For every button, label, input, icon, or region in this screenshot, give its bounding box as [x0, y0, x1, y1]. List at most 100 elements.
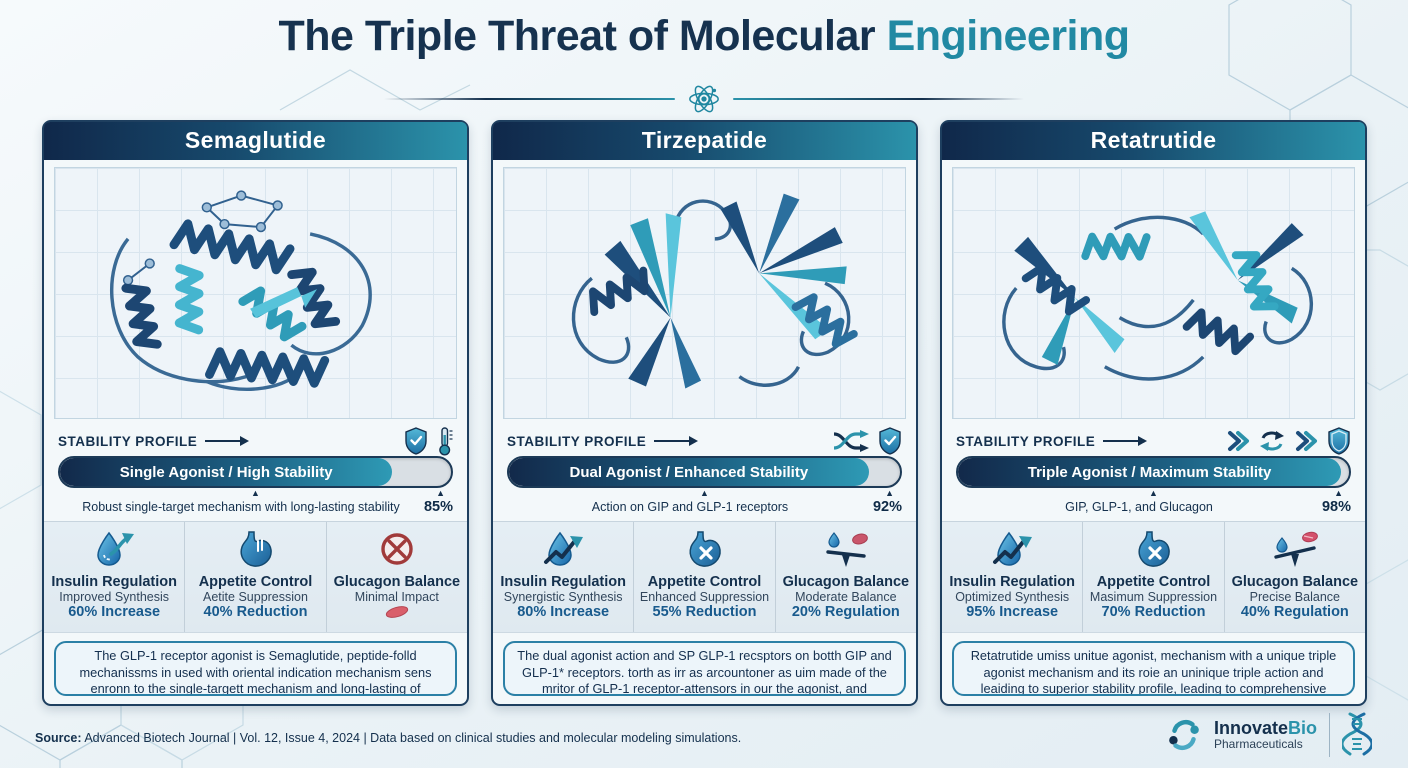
stat-subtitle: Minimal Impact — [354, 590, 439, 604]
stat-appetite-control: Appetite Control Aetite Suppression 40% … — [184, 522, 325, 632]
stat-insulin-regulation: Insulin Regulation Synergistic Synthesis… — [493, 522, 633, 632]
right-arrow-icon — [205, 436, 250, 446]
stat-subtitle: Masimum Suppression — [1089, 590, 1218, 604]
insulin-trend-arrow-icon — [993, 531, 1033, 566]
stat-value: 55% Reduction — [652, 604, 757, 620]
stat-glucagon-balance: Glucagon Balance Moderate Balance 20% Re… — [774, 522, 916, 632]
stomach-x-icon — [1139, 531, 1171, 567]
balance-scale-pill-icon — [1274, 531, 1318, 567]
stomach-fork-icon — [241, 531, 273, 567]
bar-markers: ▲ ▲ — [956, 488, 1351, 499]
dna-helix-icon — [1342, 712, 1372, 756]
shield-check-icon — [879, 427, 901, 455]
stat-subtitle: Aetite Suppression — [203, 590, 308, 604]
stability-section: STABILITY PROFILE — [942, 426, 1365, 515]
stat-value: 40% Regulation — [1240, 604, 1349, 620]
marker-triangle-icon: ▲ — [436, 488, 445, 498]
stat-title: Appetite Control — [198, 574, 313, 590]
title-dark-part: The Triple Threat of Molecular — [278, 12, 887, 60]
insulin-droplet-arrow-icon — [97, 531, 135, 566]
marker-triangle-icon: ▲ — [1149, 488, 1158, 498]
stability-profile-label: STABILITY PROFILE — [507, 433, 647, 449]
panel-title: Retatrutide — [942, 122, 1365, 160]
bar-caption: Robust single-target mechanism with long… — [82, 500, 400, 514]
panel-semaglutide: Semaglutide — [42, 120, 469, 706]
stat-subtitle: Enhanced Suppression — [639, 590, 770, 604]
brand-name-dark: Innovate — [1213, 717, 1288, 738]
stat-insulin-regulation: Insulin Regulation Improved Synthesis 60… — [44, 522, 184, 632]
stability-bar-fill: Single Agonist / High Stability — [60, 458, 393, 486]
stat-value: 95% Increase — [966, 604, 1059, 620]
panel-title: Semaglutide — [44, 122, 467, 160]
stat-value: 70% Reduction — [1101, 604, 1206, 620]
stability-section: STABILITY PROFILE — [44, 426, 467, 515]
double-chevron-icon — [1296, 431, 1317, 451]
pancreas-icon — [327, 605, 467, 624]
shield-check-icon — [405, 427, 427, 455]
stat-glucagon-balance: Glucagon Balance Precise Balance 40% Reg… — [1223, 522, 1365, 632]
stat-appetite-control: Appetite Control Enhanced Suppression 55… — [633, 522, 774, 632]
bar-caption: GIP, GLP-1, and Glucagon — [1065, 500, 1213, 514]
divider-line-left — [384, 97, 675, 101]
stat-subtitle: Improved Synthesis — [59, 590, 170, 604]
stat-title: Insulin Regulation — [51, 574, 177, 590]
source-text: Advanced Biotech Journal | Vol. 12, Issu… — [81, 731, 742, 745]
bar-percent-value: 85% — [423, 499, 453, 515]
panel-description: Retatrutide umiss unitue agonist, mechan… — [952, 641, 1355, 696]
brand-tagline: Pharmaceuticals — [1213, 737, 1303, 752]
stat-value: 20% Regulation — [791, 604, 900, 620]
stat-title: Glucagon Balance — [782, 574, 910, 590]
panel-description: The dual agonist action and SP GLP-1 rec… — [503, 641, 906, 696]
innovatebio-logo-icon — [1169, 720, 1199, 750]
right-arrow-icon — [1103, 436, 1148, 446]
stability-section: STABILITY PROFILE — [493, 426, 916, 515]
stat-subtitle: Optimized Synthesis — [955, 590, 1070, 604]
panel-description: The GLP-1 receptor agonist is Semaglutid… — [54, 641, 457, 696]
stats-row: Insulin Regulation Optimized Synthesis 9… — [942, 521, 1365, 633]
divider-line-right — [733, 97, 1024, 101]
stability-bar: Triple Agonist / Maximum Stability — [956, 456, 1351, 488]
stat-glucagon-balance: Glucagon Balance Minimal Impact — [325, 522, 467, 632]
stability-bar-fill: Dual Agonist / Enhanced Stability — [509, 458, 869, 486]
stability-bar: Dual Agonist / Enhanced Stability — [507, 456, 902, 488]
stability-bar: Single Agonist / High Stability — [58, 456, 453, 488]
shuffle-icon — [833, 430, 869, 452]
double-chevron-icon — [1228, 431, 1249, 451]
stat-value: 80% Increase — [517, 604, 610, 620]
stat-title: Appetite Control — [647, 574, 762, 590]
stat-insulin-regulation: Insulin Regulation Optimized Synthesis 9… — [942, 522, 1082, 632]
source-label: Source: — [35, 731, 82, 745]
marker-triangle-icon: ▲ — [885, 488, 894, 498]
protein-structure-semaglutide — [54, 167, 457, 419]
stat-subtitle: Moderate Balance — [795, 590, 897, 604]
marker-triangle-icon: ▲ — [1334, 488, 1343, 498]
stability-profile-label: STABILITY PROFILE — [58, 433, 198, 449]
marker-triangle-icon: ▲ — [251, 488, 260, 498]
stat-subtitle: Precise Balance — [1249, 590, 1340, 604]
bar-percent-value: 98% — [1321, 499, 1351, 515]
stomach-x-icon — [690, 531, 722, 567]
protein-sheet-illustration — [571, 193, 858, 389]
stat-appetite-control: Appetite Control Masimum Suppression 70%… — [1082, 522, 1223, 632]
title-divider — [384, 82, 1024, 116]
bar-markers: ▲ ▲ — [58, 488, 453, 499]
panel-tirzepatide: Tirzepatide — [491, 120, 918, 706]
bar-percent-value: 92% — [872, 499, 902, 515]
stat-title: Glucagon Balance — [1231, 574, 1359, 590]
bar-markers: ▲ ▲ — [507, 488, 902, 499]
marker-triangle-icon: ▲ — [700, 488, 709, 498]
thermometer-icon — [439, 427, 453, 456]
stat-title: Insulin Regulation — [949, 574, 1075, 590]
page-title: The Triple Threat of Molecular Engineeri… — [0, 12, 1408, 61]
stat-subtitle: Synergistic Synthesis — [503, 590, 623, 604]
right-arrow-icon — [654, 436, 699, 446]
brand-divider — [1329, 713, 1330, 757]
balance-scale-icon — [826, 532, 868, 567]
stat-title: Glucagon Balance — [333, 574, 461, 590]
no-entry-icon — [381, 533, 413, 565]
panel-title: Tirzepatide — [493, 122, 916, 160]
title-accent-part: Engineering — [886, 12, 1130, 60]
insulin-trend-arrow-icon — [544, 531, 584, 566]
brand-name-accent: Bio — [1288, 717, 1317, 738]
